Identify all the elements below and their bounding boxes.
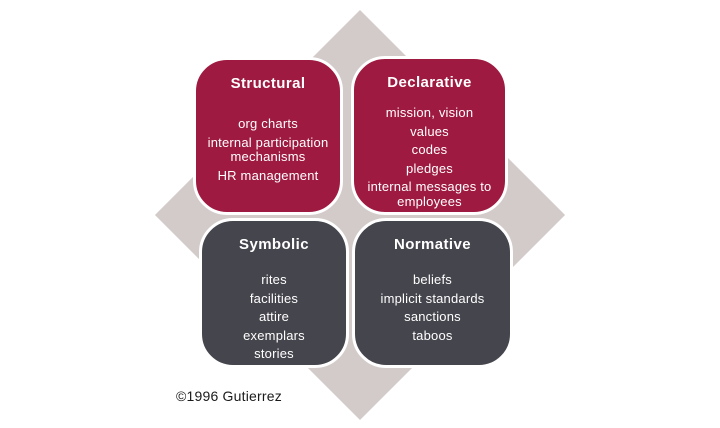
quadrant-card-normative: Normative beliefs implicit standards san… (352, 218, 513, 368)
quadrant-item: codes (411, 142, 448, 158)
quadrant-card-declarative: Declarative mission, vision values codes… (351, 56, 508, 215)
quadrant-item: attire (258, 309, 290, 325)
quadrant-item: exemplars (243, 327, 305, 343)
quadrant-title-structural: Structural (230, 75, 306, 92)
quadrant-item: taboos (412, 327, 453, 343)
quadrant-items-declarative: mission, vision values codes pledges int… (354, 105, 505, 209)
quadrant-item: HR management (217, 167, 319, 183)
quadrant-item: values (410, 123, 449, 139)
quadrant-item: beliefs (413, 272, 452, 287)
quadrant-item: rites (261, 272, 287, 287)
copyright-text: ©1996 Gutierrez (176, 388, 282, 404)
quadrant-items-normative: beliefs implicit standards sanctions tab… (355, 272, 510, 343)
quadrant-item: pledges (406, 160, 453, 176)
quadrant-item: internal messages to employees (367, 179, 492, 209)
quadrant-item: mission, vision (385, 105, 474, 120)
quadrant-item: sanctions (404, 309, 461, 325)
quadrant-title-symbolic: Symbolic (239, 236, 309, 253)
quadrant-item: stories (254, 346, 294, 362)
quadrant-item: facilities (249, 290, 299, 306)
quadrant-item: internal participation mechanisms (207, 134, 329, 165)
quadrant-title-declarative: Declarative (387, 74, 472, 91)
quadrant-title-normative: Normative (394, 236, 471, 253)
quadrant-items-symbolic: rites facilities attire exemplars storie… (202, 272, 346, 362)
quadrant-card-structural: Structural org charts internal participa… (193, 57, 343, 215)
quadrant-card-symbolic: Symbolic rites facilities attire exempla… (199, 218, 349, 368)
quadrant-items-structural: org charts internal participation mechan… (196, 116, 340, 183)
quadrant-item: org charts (238, 116, 298, 131)
quadrant-item: implicit standards (380, 290, 485, 306)
